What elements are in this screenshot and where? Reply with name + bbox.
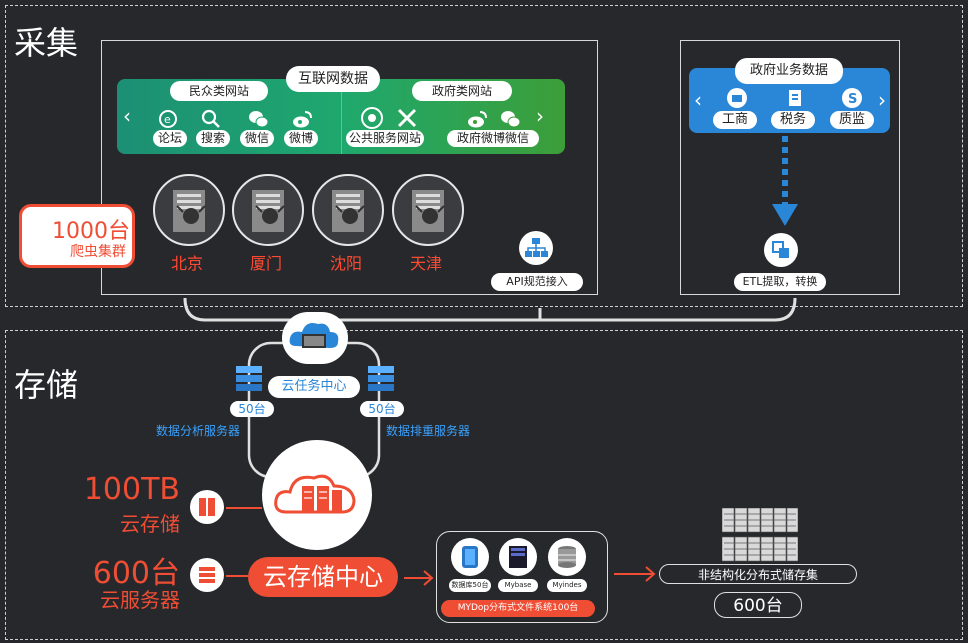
city-label: 沈阳 (329, 254, 362, 273)
internet-data-title: 互联网数据 (286, 66, 380, 92)
public-item-wechat: 微信 (240, 130, 274, 147)
fs-label: MYDop分布式文件系统100台 (441, 600, 595, 617)
database-server-icon (236, 366, 262, 391)
arrow-right-icon (614, 566, 656, 582)
tools-icon (397, 108, 417, 128)
public-item-forum: 论坛 (153, 130, 187, 147)
gov-item-business: 工商 (713, 111, 757, 129)
etl-icon (764, 233, 798, 267)
crawler-server-icon (312, 174, 384, 246)
storage-section-box (5, 330, 963, 640)
mybase-icon (499, 538, 537, 576)
analysis-server-label: 数据分析服务器 (156, 424, 241, 438)
gov-business-panel (680, 40, 900, 295)
etl-arrow (772, 136, 798, 226)
collect-section-box (5, 5, 963, 307)
chevron-left-icon[interactable]: ‹ (694, 88, 702, 112)
quality-icon: S (842, 88, 862, 108)
public-item-search: 搜索 (196, 130, 230, 147)
section-title-storage: 存储 (14, 366, 79, 404)
server-rack-cluster-icon (722, 508, 798, 562)
internet-panel (101, 40, 598, 295)
api-label: API规范接入 (491, 273, 583, 291)
fs-item-mybase: Mybase (498, 579, 538, 592)
unstructured-count: 600台 (714, 592, 802, 618)
chevron-left-icon[interactable]: ‹ (123, 104, 131, 128)
city-label: 天津 (409, 254, 442, 273)
weibo-icon-gov (468, 111, 487, 128)
wechat-icon (249, 111, 269, 128)
cloud-servers-label: 云服务器 (100, 588, 180, 612)
cloud-servers-count: 600台 (92, 556, 180, 591)
weibo-icon (293, 111, 312, 128)
forum-icon: e (159, 110, 177, 128)
svg-text:e: e (164, 113, 171, 126)
gov-business-title: 政府业务数据 (735, 58, 843, 84)
cloud-storage-circle (262, 440, 372, 550)
db-icon (451, 538, 489, 576)
city-label: 厦门 (249, 254, 282, 273)
dedup-server-count: 50台 (360, 401, 404, 417)
search-icon (201, 109, 220, 128)
storage-connector (226, 507, 262, 509)
myindes-icon (548, 538, 586, 576)
crawler-count: 1000台 (52, 219, 130, 244)
crawler-server-icon (153, 174, 225, 246)
gov-item-weibo-wechat: 政府微博微信 (447, 130, 539, 147)
collect-bracket (183, 297, 797, 322)
gov-item-public-service: 公共服务网站 (346, 130, 424, 147)
cloud-storage-size-label: 云存储 (120, 512, 180, 536)
gov-item-quality: 质监 (830, 111, 874, 129)
wechat-icon-gov (501, 111, 521, 128)
chevron-right-icon[interactable]: › (536, 104, 544, 128)
unstructured-label: 非结构化分布式储存集 (659, 564, 857, 584)
task-center-title: 云任务中心 (268, 376, 360, 398)
database-server-icon (368, 366, 394, 391)
section-title-collect: 采集 (14, 24, 79, 62)
analysis-server-count: 50台 (230, 401, 274, 417)
fs-panel (436, 531, 608, 623)
public-group-label: 民众类网站 (170, 81, 268, 101)
storage-server-icon (190, 490, 224, 524)
dedup-server-label: 数据排重服务器 (386, 424, 471, 438)
servers-connector (226, 575, 248, 577)
fs-item-db: 数据库50台 (449, 579, 491, 592)
server-rack-icon (190, 558, 224, 592)
business-icon (727, 88, 747, 108)
crawler-server-icon (392, 174, 464, 246)
emblem-icon (361, 107, 383, 129)
public-item-weibo: 微博 (284, 130, 318, 147)
cloud-task-icon (282, 312, 348, 364)
crawler-label: 爬虫集群 (70, 244, 126, 260)
tax-icon (789, 90, 801, 106)
arrow-right-icon (404, 570, 434, 586)
cloud-storage-size: 100TB (83, 472, 180, 507)
etl-label: ETL提取，转换 (734, 273, 826, 291)
gov-item-tax: 税务 (771, 111, 815, 129)
city-label: 北京 (170, 254, 203, 273)
chevron-right-icon[interactable]: › (878, 88, 886, 112)
api-icon (519, 231, 553, 265)
cloud-storage-center: 云存储中心 (248, 557, 398, 597)
crawler-cluster-badge: 1000台 爬虫集群 (19, 204, 135, 268)
fs-item-myindes: Myindes (547, 579, 587, 592)
gov-group-label: 政府类网站 (412, 81, 512, 101)
crawler-server-icon (232, 174, 304, 246)
svg-text:S: S (848, 92, 857, 107)
